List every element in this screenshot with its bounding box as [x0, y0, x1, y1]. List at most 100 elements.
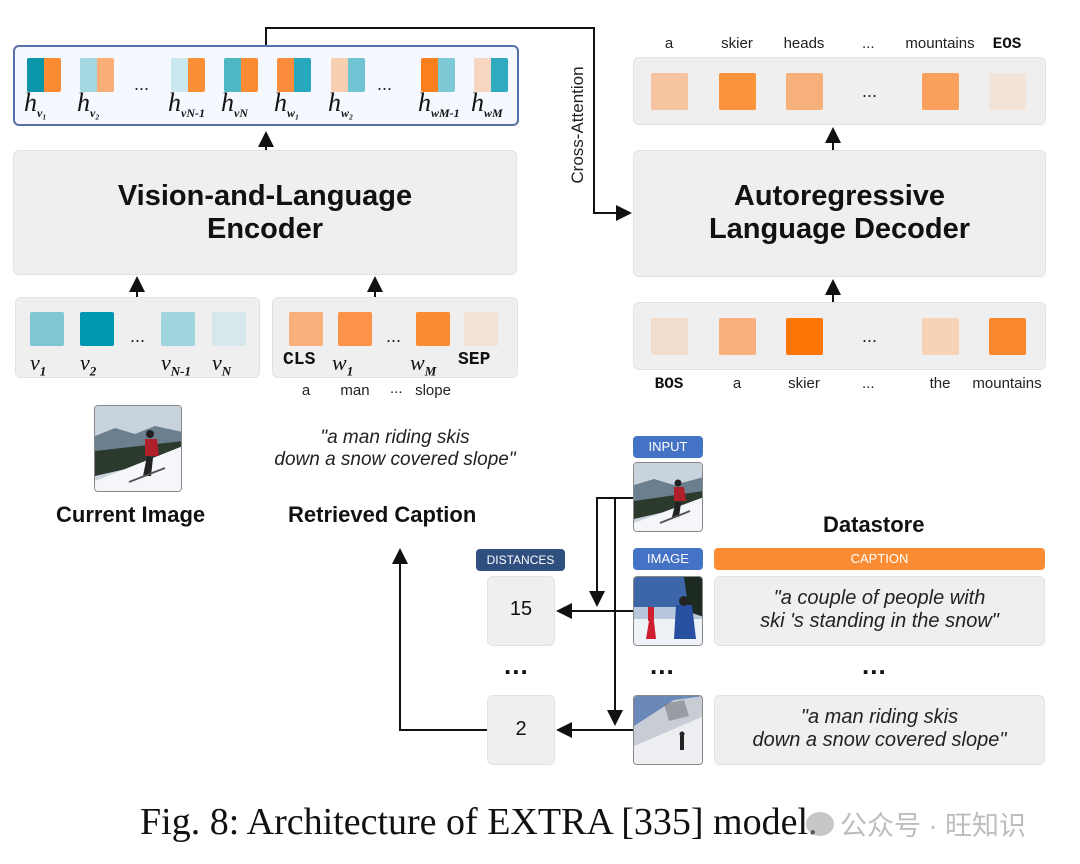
input-token-word: mountains — [972, 375, 1042, 392]
distance-box-row1 — [487, 576, 555, 646]
visual-token-label: vN — [212, 350, 232, 379]
encoder-title-line1: Vision-and-Language — [117, 180, 413, 212]
wechat-icon — [806, 811, 834, 836]
output-token-word: mountains — [905, 35, 975, 52]
text-token-square — [464, 312, 498, 346]
encoder-block — [13, 150, 517, 275]
distances-badge: DISTANCES — [476, 549, 565, 571]
retrieved-caption-label: Retrieved Caption — [288, 502, 477, 527]
output-token-word: EOS — [992, 35, 1022, 53]
hidden-state-vector — [171, 58, 205, 92]
decoder-title: Autoregressive Language Decoder — [633, 180, 1046, 246]
row1-image — [633, 576, 703, 646]
text-token-word: slope — [415, 382, 451, 399]
datastore-title: Datastore — [823, 512, 925, 537]
caption-row1: "a couple of people with ski 's standing… — [714, 587, 1045, 633]
hidden-state-vector — [27, 58, 61, 92]
input-token-square — [922, 318, 959, 355]
input-token-square — [989, 318, 1026, 355]
input-token-ellipsis: ... — [862, 326, 878, 346]
distances-ellipsis: ... — [504, 650, 529, 680]
text-token-label: w1 — [332, 350, 354, 379]
visual-token-label: v2 — [80, 350, 97, 379]
visual-token-square — [161, 312, 195, 346]
arrow-distance-to-retrieved — [392, 548, 487, 731]
hidden-state-vector — [474, 58, 508, 92]
hidden-state-label: hv₁ — [24, 88, 47, 121]
hidden-state-label: hwM-1 — [418, 88, 460, 121]
text-token-label: SEP — [458, 350, 491, 370]
output-token-square — [651, 73, 688, 110]
images-ellipsis: ... — [650, 650, 675, 680]
text-token-label: CLS — [283, 350, 316, 370]
hidden-states-ellipsis: ... — [377, 74, 393, 94]
distance-value-row1: 15 — [509, 598, 533, 620]
retrieved-caption-line2: down a snow covered slope" — [274, 449, 516, 470]
encoder-title-line2: Encoder — [206, 213, 324, 245]
hidden-state-vector — [80, 58, 114, 92]
visual-token-square — [212, 312, 246, 346]
hidden-state-label: hwM — [471, 88, 503, 121]
output-token-ellipsis: ... — [862, 81, 878, 101]
output-token-square — [719, 73, 756, 110]
retrieved-caption-text: "a man riding skis down a snow covered s… — [240, 427, 550, 471]
skier-photo-icon — [95, 406, 181, 491]
input-token-word: BOS — [654, 375, 684, 393]
input-token-word: the — [929, 375, 951, 392]
hidden-state-label: hvN — [221, 88, 248, 121]
caption-row2-line2: down a snow covered slope" — [752, 729, 1007, 751]
hidden-state-label: hw₂ — [328, 88, 354, 121]
output-token-word: skier — [721, 35, 753, 52]
input-token-square — [651, 318, 688, 355]
visual-token-square — [80, 312, 114, 346]
encoder-title: Vision-and-Language Encoder — [13, 180, 517, 246]
hidden-state-vector — [224, 58, 258, 92]
caption-badge: CAPTION — [714, 548, 1045, 570]
captions-ellipsis: ... — [862, 650, 887, 680]
hidden-state-label: hw₁ — [274, 88, 300, 121]
caption-box-row2 — [714, 695, 1045, 765]
decoder-block — [633, 150, 1046, 277]
distance-box-row2 — [487, 695, 555, 765]
row2-snowslope-photo-icon — [634, 696, 702, 764]
text-tokens-ellipsis: ... — [386, 326, 402, 346]
visual-token-label: v1 — [30, 350, 47, 379]
decoder-input-panel — [633, 302, 1046, 370]
hidden-state-vector — [331, 58, 365, 92]
input-token-word-ellipsis: ... — [862, 375, 875, 392]
current-image — [94, 405, 182, 492]
arrow-input-to-row2 — [607, 497, 633, 726]
input-token-square — [786, 318, 823, 355]
output-token-word-ellipsis: ... — [862, 35, 875, 52]
cross-attention-label: Cross-Attention — [568, 66, 587, 184]
caption-row2: "a man riding skis down a snow covered s… — [714, 706, 1045, 752]
output-token-word: heads — [783, 35, 825, 52]
decoder-output-panel — [633, 57, 1046, 125]
text-token-square — [416, 312, 450, 346]
output-token-square — [786, 73, 823, 110]
caption-row1-line2: ski 's standing in the snow" — [760, 610, 999, 632]
image-badge: IMAGE — [633, 548, 703, 570]
input-token-word: skier — [788, 375, 820, 392]
input-skier-photo-icon — [634, 463, 702, 531]
input-token-square — [719, 318, 756, 355]
text-words-ellipsis: ... — [390, 380, 403, 397]
text-token-word: man — [340, 382, 370, 399]
row2-image — [633, 695, 703, 765]
input-token-word: a — [732, 375, 742, 392]
arrow-cross-attention — [265, 27, 632, 221]
retrieved-caption-line1: "a man riding skis — [320, 427, 470, 448]
figure-caption: Fig. 8: Architecture of EXTRA [335] mode… — [140, 801, 818, 843]
caption-row1-line1: "a couple of people with — [773, 587, 986, 609]
decoder-title-line2: Language Decoder — [708, 213, 971, 245]
row1-skiers-photo-icon — [634, 577, 702, 645]
output-token-square — [922, 73, 959, 110]
hidden-state-vector — [277, 58, 311, 92]
caption-row2-line1: "a man riding skis — [800, 706, 959, 728]
hidden-state-vector — [421, 58, 455, 92]
text-token-square — [338, 312, 372, 346]
decoder-title-line1: Autoregressive — [733, 180, 946, 212]
distance-value-row2: 2 — [515, 718, 527, 740]
text-token-word: a — [301, 382, 311, 399]
